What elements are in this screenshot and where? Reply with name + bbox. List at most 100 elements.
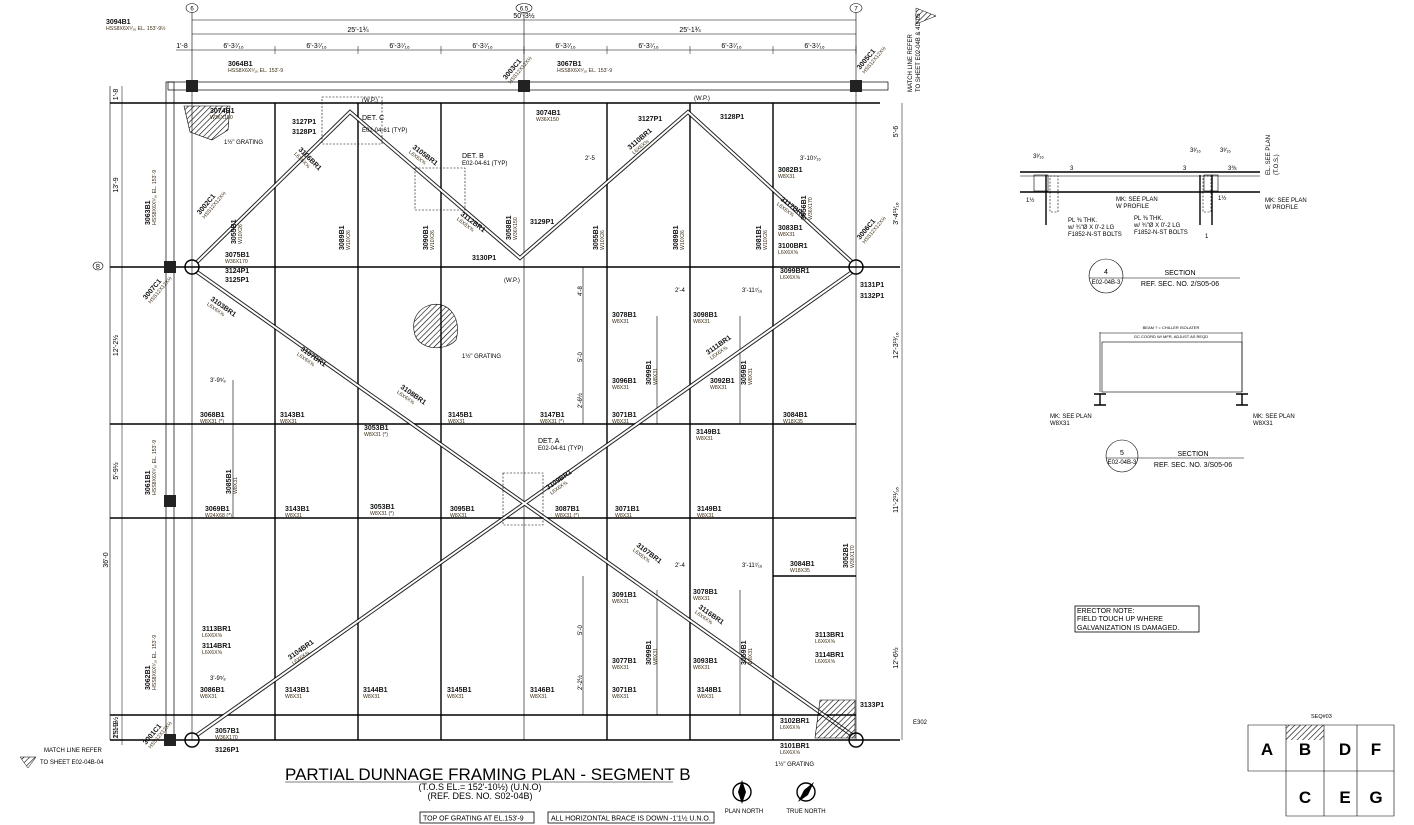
member-size: W24X68 (*): [205, 513, 232, 519]
section-4-detail: 3³⁄₁₆ 3³⁄₁₆ 3³⁄₁₆ 3 3 3⅜ 1½ 1½ 1 EL. SEE…: [1020, 135, 1307, 294]
dim-vertical: 12'-6½: [892, 647, 900, 668]
detail-b-label: DET. B: [462, 153, 484, 160]
match-line-note: TO SHEET E02-04B-04: [40, 760, 104, 766]
key-cell-c: C: [1299, 788, 1311, 807]
plan-notes: (W.P.) (W.P.) (W.P.) DET. C E02-04-61 (T…: [19, 7, 937, 769]
member-size: W8X31: [693, 665, 710, 671]
member-size: W8X31: [612, 319, 629, 325]
grid-label-b: B: [96, 265, 100, 271]
member-mark: 3114BR1: [815, 652, 844, 659]
member-mark: 3056B1: [801, 195, 808, 220]
member-mark: 3131P1: [860, 282, 884, 289]
member-mark: 3101BR1: [780, 743, 810, 750]
member-mark: 3063B1: [145, 200, 152, 225]
dim-vertical: 5'-6: [893, 126, 900, 138]
member-mark: 3078B1: [693, 589, 718, 596]
member-mark: 3147B1: [540, 412, 565, 419]
key-cell-b: B: [1299, 740, 1311, 759]
member-label: 3126P1: [215, 747, 239, 754]
member-mark: 3055B1: [231, 219, 238, 244]
member-mark: 3059B1: [741, 360, 748, 385]
match-line-note: MATCH LINE REFER: [908, 33, 914, 92]
member-size: W8X31: [612, 599, 629, 605]
dim-bay: 6'-3⁷⁄₁₆: [721, 43, 742, 50]
member-mark: 3102BR1: [780, 718, 810, 725]
grid-label-6: 6: [190, 7, 194, 13]
member-mark: 3144B1: [363, 687, 388, 694]
member-mark: 3145B1: [447, 687, 472, 694]
member-size: W8X31: [693, 596, 710, 602]
member-label: 3125P1: [225, 277, 249, 284]
wp-note: (W.P.): [694, 96, 710, 102]
mark-note: MK: SEE PLAN: [1265, 198, 1307, 204]
brace-note: ALL HORIZONTAL BRACE IS DOWN -1'1½ U.N.O…: [551, 815, 711, 823]
member-size: W36X170: [850, 545, 856, 568]
wp-note: (W.P.): [504, 278, 520, 284]
plate-note: PL ⅜ THK.: [1068, 218, 1097, 224]
dim-inner: 2'-4: [675, 563, 685, 569]
dim-vertical: 2'-1½: [112, 721, 120, 738]
dim-vertical: 12'-3¹³⁄₁₆: [893, 332, 900, 359]
detail-a-label: DET. A: [538, 438, 560, 445]
member-label: 3127P1: [638, 116, 662, 123]
plate-note: w/ ¾"Ø X 0'-2 LG: [1067, 225, 1115, 231]
section-cut-e302: E302: [913, 720, 928, 726]
erector-note-line: ERECTOR NOTE:: [1077, 608, 1134, 615]
key-cell-e: E: [1339, 788, 1350, 807]
member-mark: 3093B1: [693, 658, 718, 665]
member-mark: 3149B1: [697, 506, 722, 513]
member-mark: 3052B1: [843, 543, 850, 568]
member-size: HSS8X6X⁵⁄₁₆ EL. 153'-9: [228, 68, 283, 74]
member-mark: 3099BR1: [780, 268, 810, 275]
member-size: L6X6X⅝: [202, 650, 223, 656]
member-mark: 3074B1: [536, 110, 561, 117]
member-mark: 3128P1: [292, 129, 316, 136]
key-plan: SEQ#03 A B D F C E G: [1247, 714, 1395, 817]
dim-inner: 3'-11⁷⁄₁₆: [742, 562, 763, 569]
key-cell-f: F: [1371, 740, 1381, 759]
member-mark: 3095B1: [450, 506, 475, 513]
plate-note: w/ ¾"Ø X 0'-2 LG: [1133, 223, 1181, 229]
member-label: 3128P1: [292, 129, 316, 136]
grid-label-6-5: 6.5: [520, 7, 529, 13]
member-mark: 3143B1: [285, 687, 310, 694]
dim-inner: 2'-5: [585, 156, 595, 162]
member-mark: 3055B1: [593, 225, 600, 250]
member-size: W8X31: [363, 694, 380, 700]
member-size: HSS8X6X⁵⁄₁₆ EL. 153'-9: [152, 440, 158, 495]
section-ref: REF. SEC. NO. 3/S05-06: [1154, 462, 1232, 469]
dim-bay: 6'-3⁷⁄₁₆: [804, 43, 825, 50]
member-label: 3132P1: [860, 293, 884, 300]
member-mark: 3064B1: [228, 61, 253, 68]
erector-note: ERECTOR NOTE: FIELD TOUCH UP WHERE GALVA…: [1074, 605, 1200, 633]
framing-members: [109, 80, 900, 748]
true-north-icon: [796, 782, 816, 802]
detail-b-ref: E02-04-61 (TYP): [462, 161, 507, 167]
dim-vertical: 36'-0: [103, 552, 110, 567]
dim-vertical: 13'-9: [113, 177, 120, 192]
member-mark: 3114BR1: [202, 643, 231, 650]
dim: 3³⁄₁₆: [1190, 148, 1201, 154]
member-size: W8X31: [233, 477, 239, 494]
member-size: L6X6X⅝: [778, 250, 799, 256]
section-number: 4: [1104, 269, 1108, 276]
